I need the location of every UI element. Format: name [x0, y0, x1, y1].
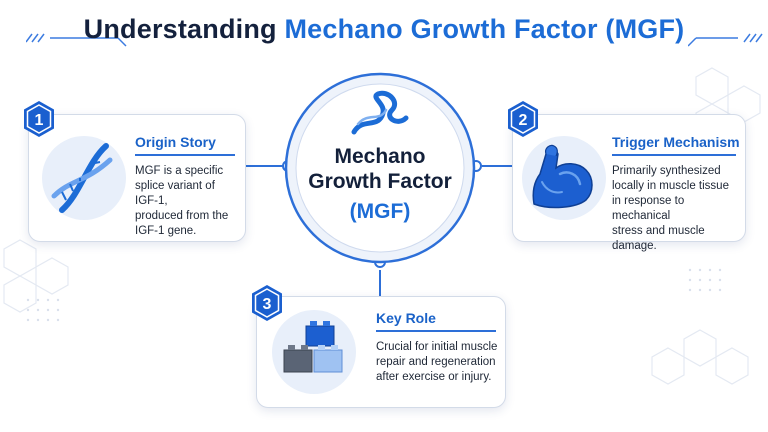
badge-number-2: 2	[519, 112, 528, 129]
center-line-3: (MGF)	[349, 200, 411, 223]
card-2-title: Trigger Mechanism	[612, 134, 740, 150]
number-badge-2: 2	[508, 101, 538, 137]
title-flourish-left	[26, 33, 127, 47]
dna-helix-icon	[42, 136, 126, 220]
card-2-line: stress and muscle damage.	[612, 225, 705, 252]
card-3-line: Crucial for initial muscle	[376, 341, 498, 353]
card-1-line: MGF is a specific	[135, 165, 224, 177]
number-badge-1: 1	[24, 101, 54, 137]
card-1-line: IGF-1 gene.	[135, 225, 197, 237]
title-flourish-right	[688, 33, 763, 47]
card-3-line: repair and regeneration	[376, 356, 496, 368]
card-1-body: MGF is a specific splice variant of IGF-…	[135, 164, 241, 239]
badge-number-1: 1	[35, 112, 44, 129]
card-1-line: splice variant of IGF-1,	[135, 180, 215, 207]
card-1-line: produced from the	[135, 210, 229, 222]
card-2-body: Primarily synthesized locally in muscle …	[612, 164, 742, 254]
card-1-title: Origin Story	[135, 134, 216, 150]
card-3-title: Key Role	[376, 310, 436, 326]
card-2-line: in response to mechanical	[612, 195, 685, 222]
building-blocks-icon	[272, 310, 356, 394]
card-3-line: after exercise or injury.	[376, 371, 492, 383]
title-part-dark: Understanding	[83, 14, 285, 44]
card-2-line: Primarily synthesized	[612, 165, 721, 177]
card-3-body: Crucial for initial muscle repair and re…	[376, 340, 500, 385]
title-part-accent: Mechano Growth Factor (MGF)	[284, 14, 685, 44]
card-3-underline	[376, 330, 496, 332]
card-2-line: locally in muscle tissue	[612, 180, 729, 192]
card-2-underline	[612, 154, 736, 156]
flexed-arm-icon	[522, 136, 606, 220]
center-line-1: Mechano	[334, 145, 426, 168]
page-title: Understanding Mechano Growth Factor (MGF…	[0, 14, 768, 45]
card-1-underline	[135, 154, 235, 156]
protein-ribbon-icon	[351, 90, 409, 135]
badge-number-3: 3	[263, 296, 272, 313]
number-badge-3: 3	[252, 285, 282, 321]
center-line-2: Growth Factor	[308, 170, 452, 193]
center-circle	[284, 72, 476, 264]
